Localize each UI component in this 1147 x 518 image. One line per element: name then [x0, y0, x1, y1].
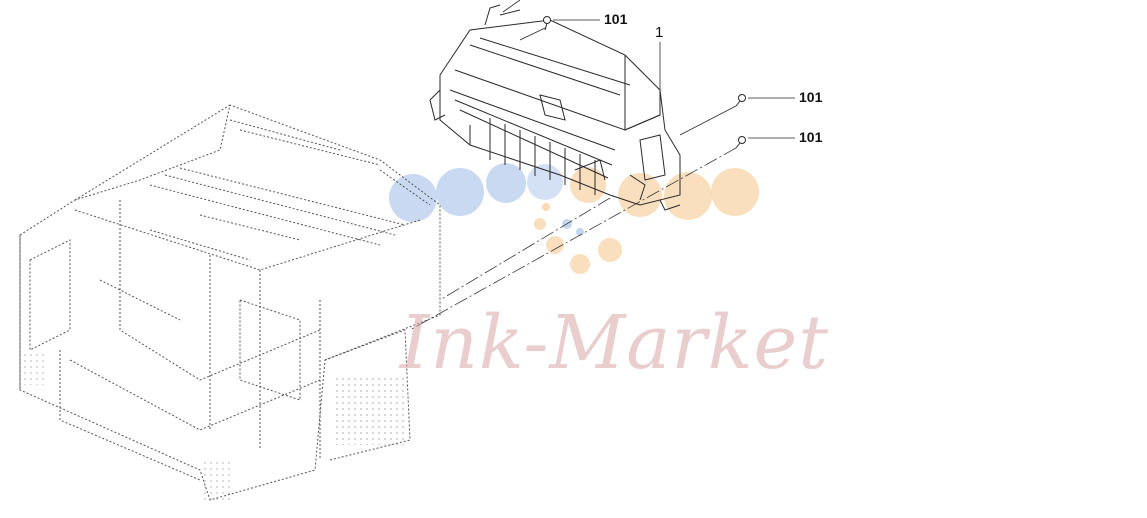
screw-icon: [543, 16, 551, 31]
assembly-guide-lines: [409, 147, 737, 331]
leader-lines: [502, 0, 795, 139]
printer-chassis: [19, 104, 441, 501]
callout-fuser-unit: 1: [655, 24, 664, 41]
screw-icon: [735, 94, 746, 107]
watermark-text: Ink-Market: [400, 300, 830, 386]
callout-screw-mid: 101: [799, 89, 823, 105]
watermark-logo-icon: [389, 163, 759, 274]
power-supply-grille: [335, 375, 405, 445]
fuser-unit: [429, 4, 681, 211]
callout-screw-low: 101: [799, 129, 823, 145]
side-panel-grille: [22, 350, 46, 385]
screw-icon: [735, 136, 746, 149]
callout-screw-top: 101: [604, 11, 628, 27]
lower-frame-grille: [200, 460, 230, 500]
